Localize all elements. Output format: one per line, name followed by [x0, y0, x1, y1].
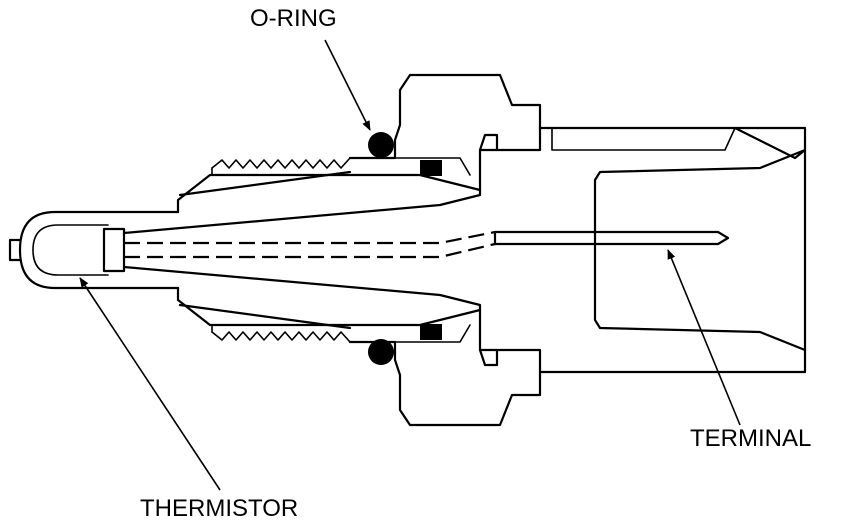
o-ring-leader	[324, 39, 371, 131]
probe-tip	[8, 210, 180, 290]
thread	[211, 157, 351, 343]
thermistor-leader	[79, 277, 221, 491]
connector-shroud	[551, 127, 807, 352]
seal-blocks	[420, 160, 442, 340]
o-ring-seals	[368, 132, 394, 365]
terminal-label: TERMINAL	[690, 425, 811, 452]
terminal-pin	[124, 230, 730, 259]
sensor-stem	[122, 163, 482, 337]
o-ring-label: O-RING	[250, 5, 337, 32]
hex-body	[348, 73, 807, 427]
terminal-leader	[667, 249, 741, 426]
thermistor-label: THERMISTOR	[140, 495, 298, 522]
